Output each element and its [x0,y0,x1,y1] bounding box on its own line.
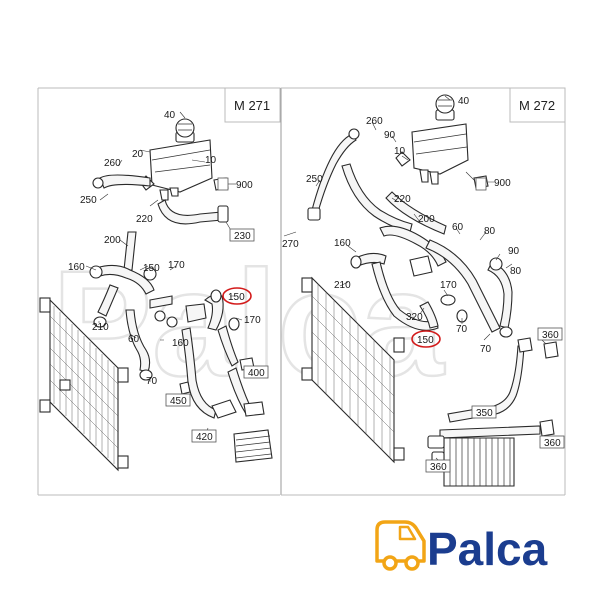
part-label: 210 [92,322,109,333]
m271-flag-450 [165,393,191,407]
part-label: 170 [244,315,261,326]
m271-hose-200 [123,231,137,271]
m272-hose-150-target [419,301,439,329]
part-label: 900 [494,178,511,189]
part-label: 90 [384,130,396,141]
part-label: 400 [248,368,265,379]
model-label-m271: M 271 [234,98,270,113]
part-label: 350 [476,408,493,419]
model-box-m271 [224,87,281,123]
m271-flag-420 [191,429,217,443]
m271-labels: 40 20 10 260 900 250 220 230 200 160 150… [68,110,265,443]
panel-m272: M 272 [281,87,566,496]
part-label: 160 [334,238,351,249]
m271-hose-250 [99,174,151,189]
part-label: 90 [508,246,520,257]
part-label: 70 [146,376,158,387]
part-label: 80 [510,266,522,277]
part-label: 60 [128,334,140,345]
part-label: 40 [164,110,176,121]
part-label: 200 [418,214,435,225]
part-label: 10 [394,146,406,157]
m272-drawing: 40 260 90 10 250 900 220 200 270 60 80 1… [282,94,565,487]
part-label: 20 [132,149,144,160]
m271-oil-cooler [233,429,273,463]
part-label: 270 [282,239,299,250]
m272-highlight-ring [411,330,441,348]
m271-flag-230 [229,228,255,242]
part-label: 230 [234,231,251,242]
part-label: 220 [136,214,153,225]
m271-hose-60 [125,309,151,373]
m272-radiator [301,276,405,464]
part-label: 170 [168,260,185,271]
m271-tank-cap [175,118,195,138]
part-label: 60 [452,222,464,233]
m271-highlight-ring [222,287,252,305]
m271-flag-400 [243,365,269,379]
part-label: 360 [430,462,447,473]
m272-flag-900-pin [475,177,487,191]
m272-expansion-tank [395,94,469,185]
m272-flag-360-a [537,327,563,341]
part-label: 360 [544,438,561,449]
m272-hose-250 [311,133,357,213]
part-label: 10 [205,155,217,166]
part-label: 40 [458,96,470,107]
part-label: 250 [306,174,323,185]
part-label: 80 [484,226,496,237]
m272-flag-360-b [539,435,565,449]
part-label-highlighted: 150 [417,335,434,346]
part-label: 360 [542,330,559,341]
part-label: 170 [440,280,457,291]
part-label: 260 [104,158,121,169]
model-box-m272 [509,87,566,123]
part-label-highlighted: 150 [228,292,245,303]
part-label: 220 [394,194,411,205]
part-label: 150 [143,263,160,274]
m271-hose-220 [157,199,223,225]
part-label: 200 [104,235,121,246]
panel-m271: M 271 [37,87,281,496]
part-label: 420 [196,432,213,443]
part-label: 260 [366,116,383,127]
part-label: 160 [68,262,85,273]
m271-expansion-tank [139,118,213,201]
model-label-m272: M 272 [519,98,555,113]
m272-pipe-350 [447,345,525,423]
m272-flag-360-c [425,459,451,473]
part-label: 210 [334,280,351,291]
m271-flag-900-pin [217,177,229,191]
m271-radiator [39,297,129,472]
part-label: 450 [170,396,187,407]
part-label: 160 [172,338,189,349]
part-label: 70 [456,324,468,335]
m272-labels: 40 260 90 10 250 900 220 200 270 60 80 1… [282,96,561,473]
van-icon [375,520,426,571]
logo-text: Palca [427,523,548,575]
part-label: 250 [80,195,97,206]
m271-hose-150-upper [95,264,155,295]
m272-flag-350 [471,405,497,419]
part-label: 900 [236,180,253,191]
part-label: 320 [406,312,423,323]
m272-hose-60 [425,239,501,333]
part-label: 70 [480,344,492,355]
palca-logo: Palca [375,520,548,575]
m272-hose-220 [385,191,447,235]
m271-drawing: 40 20 10 260 900 250 220 230 200 160 150… [39,110,273,472]
m272-tank-cap [435,94,455,114]
